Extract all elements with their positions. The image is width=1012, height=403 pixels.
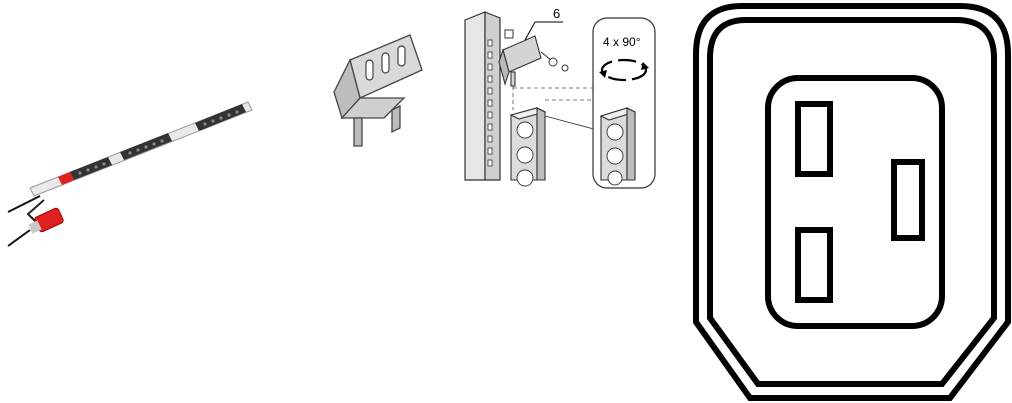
- socket-diagram: [690, 0, 1012, 403]
- callout-line: [524, 21, 536, 41]
- installation-illustration: 6 4 x 90°: [464, 6, 656, 189]
- callout-number: 6: [553, 6, 560, 21]
- rack-rail: [464, 11, 501, 181]
- pdu-outlet-group-1: [70, 157, 112, 180]
- rail-holes: [487, 39, 493, 167]
- bracket-illustration: [333, 34, 423, 147]
- pdu-column-left: [509, 107, 547, 181]
- plug-cable: [7, 229, 31, 247]
- rotation-label: 4 x 90°: [603, 35, 641, 49]
- pdu-illustration: [7, 101, 253, 247]
- socket-slot-earth: [891, 159, 925, 241]
- socket-inner-frame: [707, 17, 997, 387]
- bracket-image: [320, 0, 430, 160]
- socket-slot-bottom-left: [795, 227, 833, 303]
- pdu-red-segment: [58, 172, 74, 185]
- pdu-cable-1: [7, 195, 41, 213]
- attached-bracket: [498, 35, 542, 87]
- socket-outline: [693, 2, 1011, 401]
- pdu-column-detail-outlets: [606, 123, 624, 186]
- pdu-cable-2: [26, 199, 45, 223]
- bracket-base: [340, 97, 406, 119]
- pdu-image: [0, 0, 300, 403]
- socket-slot-top-left: [795, 101, 833, 177]
- pdu-column-detail: [599, 107, 637, 181]
- bracket-tab-right: [391, 104, 401, 134]
- pdu-column-left-outlets: [516, 121, 534, 187]
- bracket-slots: [365, 45, 406, 81]
- rotation-arrow-icon: [600, 58, 648, 82]
- installation-diagram: 6 4 x 90°: [455, 0, 670, 200]
- rotation-arrowheads: [599, 62, 649, 78]
- bracket-tab-left: [353, 117, 363, 147]
- red-plug: [28, 207, 64, 234]
- socket-face: [765, 75, 945, 329]
- pdu-outlets: [78, 110, 239, 175]
- socket-outer-frame: [693, 2, 1011, 401]
